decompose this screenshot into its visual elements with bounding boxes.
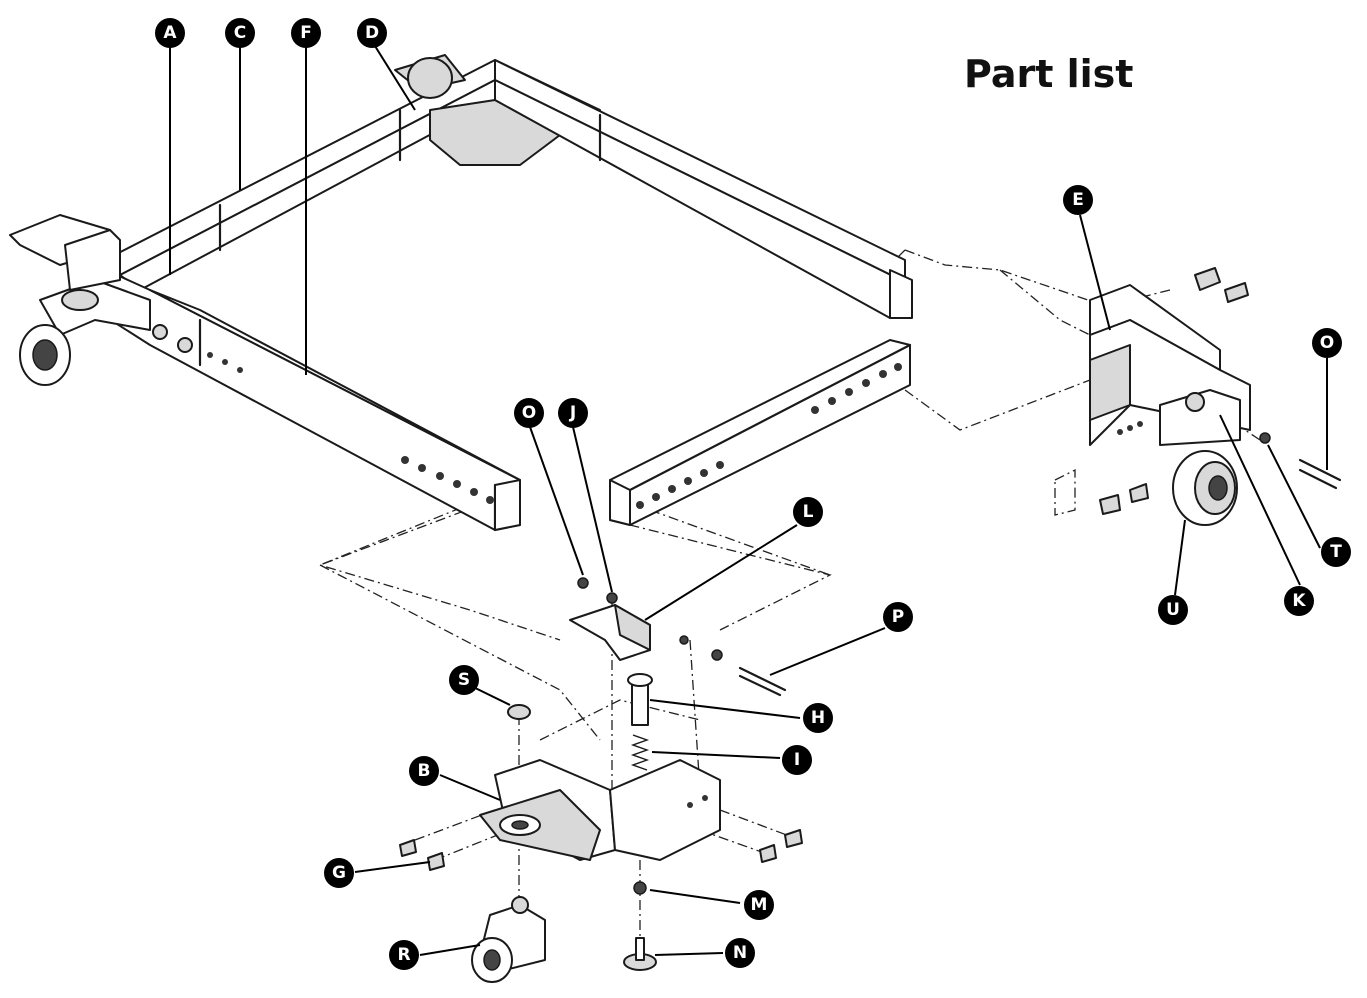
callout-Q-label: O [1320, 333, 1334, 353]
callout-M: M [744, 890, 774, 920]
callout-F: F [291, 18, 321, 48]
callout-F-label: F [300, 23, 312, 43]
callout-N-label: N [733, 943, 747, 963]
callout-R-label: R [397, 945, 410, 965]
leader-lines [169, 45, 1328, 956]
callout-S-label: S [458, 670, 470, 690]
callout-C: C [225, 18, 255, 48]
callout-I: I [782, 745, 812, 775]
callout-K: K [1284, 586, 1314, 616]
callout-U-label: U [1166, 600, 1180, 620]
callout-H: H [803, 703, 833, 733]
callout-P: P [883, 602, 913, 632]
callout-Q: O [1312, 328, 1342, 358]
callout-G: G [324, 858, 354, 888]
callout-E-label: E [1072, 190, 1084, 210]
callout-D-label: D [365, 23, 379, 43]
callout-O: O [514, 398, 544, 428]
callout-R: R [389, 940, 419, 970]
callout-J: J [558, 398, 588, 428]
callout-P-label: P [892, 607, 904, 627]
callout-B-label: B [418, 761, 431, 781]
callout-N: N [725, 938, 755, 968]
callout-O-label: O [522, 403, 536, 423]
callout-H-label: H [811, 708, 825, 728]
callout-M-label: M [751, 895, 768, 915]
callout-D: D [357, 18, 387, 48]
frame-back-rail [94, 54, 913, 319]
callout-T: T [1321, 537, 1351, 567]
callout-K-label: K [1292, 591, 1306, 611]
center-pedal-assembly [569, 577, 787, 771]
diagram-title: Part list [964, 52, 1134, 96]
callout-T-label: T [1330, 542, 1342, 562]
callout-G-label: G [332, 863, 346, 883]
callout-J-label: J [569, 403, 576, 423]
callout-I-label: I [794, 750, 800, 770]
callout-A: A [155, 18, 185, 48]
left-frame-rail [9, 214, 521, 532]
callout-A-label: A [163, 23, 177, 43]
lower-bracket-assembly [399, 704, 803, 983]
callout-L: L [793, 497, 823, 527]
callout-U: U [1158, 595, 1188, 625]
callout-L-label: L [803, 502, 814, 522]
callout-C-label: C [234, 23, 246, 43]
callout-E: E [1063, 185, 1093, 215]
right-bracket-assembly [1089, 267, 1342, 526]
callout-S: S [449, 665, 479, 695]
right-frame-rail [609, 339, 912, 526]
callout-B: B [409, 756, 439, 786]
